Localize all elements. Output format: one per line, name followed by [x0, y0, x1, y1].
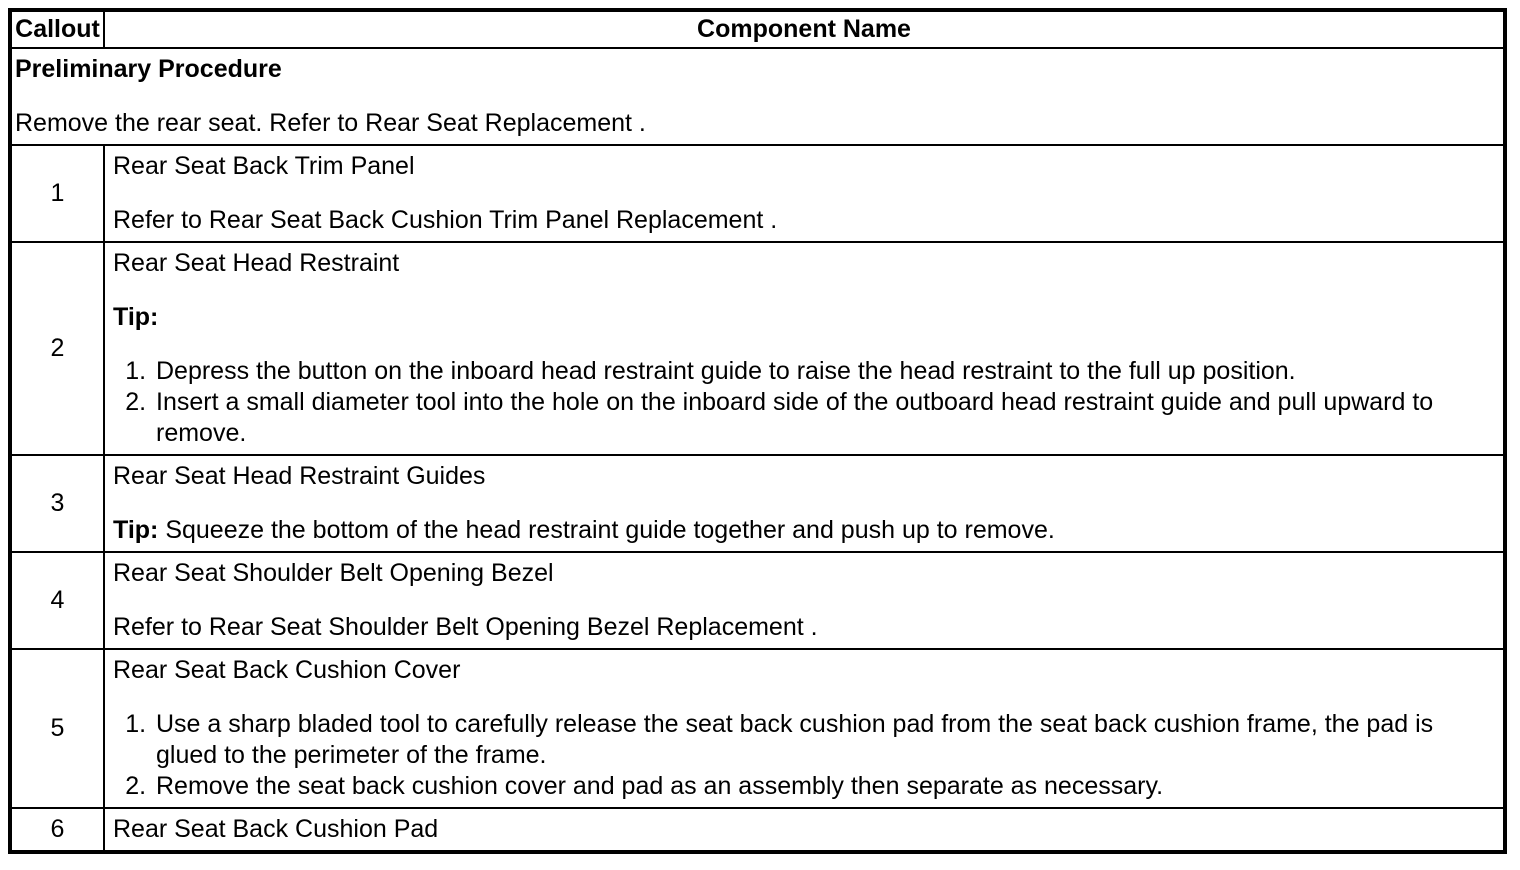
step-list: Depress the button on the inboard head r…	[113, 356, 1497, 449]
step-item: Depress the button on the inboard head r…	[153, 356, 1497, 387]
component-title: Rear Seat Back Cushion Cover	[113, 656, 461, 684]
component-title: Rear Seat Back Trim Panel	[113, 152, 415, 180]
preliminary-procedure-cell: Preliminary Procedure Remove the rear se…	[9, 47, 1506, 146]
step-item: Use a sharp bladed tool to carefully rel…	[153, 709, 1497, 771]
callout-number: 1	[9, 144, 105, 243]
preliminary-procedure-row: Preliminary Procedure Remove the rear se…	[9, 47, 1506, 146]
component-title: Rear Seat Shoulder Belt Opening Bezel	[113, 559, 554, 587]
preliminary-procedure-title: Preliminary Procedure	[15, 55, 282, 83]
tip: Tip: Squeeze the bottom of the head rest…	[113, 515, 1497, 546]
component-note: Refer to Rear Seat Back Cushion Trim Pan…	[113, 206, 778, 234]
tip-label: Tip:	[113, 303, 159, 331]
component-title: Rear Seat Head Restraint	[113, 249, 400, 277]
preliminary-procedure-text: Remove the rear seat. Refer to Rear Seat…	[15, 109, 646, 137]
step-list: Use a sharp bladed tool to carefully rel…	[113, 709, 1497, 802]
component-title: Rear Seat Head Restraint Guides	[113, 462, 486, 490]
component-title: Rear Seat Back Cushion Pad	[113, 815, 439, 843]
component-table: Callout Component Name Preliminary Proce…	[8, 8, 1507, 854]
component-column-header: Component Name	[103, 9, 1506, 49]
tip-label: Tip:	[113, 516, 159, 544]
callout-number: 5	[9, 648, 105, 809]
page: { "colors": { "border": "#000000", "back…	[0, 8, 1520, 870]
component-cell: Rear Seat Back Cushion CoverUse a sharp …	[103, 648, 1506, 809]
callout-number: 3	[9, 454, 105, 553]
step-item: Insert a small diameter tool into the ho…	[153, 387, 1497, 449]
callout-number: 2	[9, 241, 105, 456]
callout-number: 4	[9, 551, 105, 650]
callout-column-header: Callout	[9, 9, 105, 49]
tip: Tip:	[113, 302, 1497, 333]
component-note: Refer to Rear Seat Shoulder Belt Opening…	[113, 613, 818, 641]
callout-number: 6	[9, 807, 105, 853]
step-item: Remove the seat back cushion cover and p…	[153, 771, 1497, 802]
tip-text: Squeeze the bottom of the head restraint…	[158, 516, 1055, 544]
component-row: 6 Rear Seat Back Cushion Pad	[9, 807, 1506, 853]
component-cell: Rear Seat Back Cushion Pad	[103, 807, 1506, 853]
table-header-row: Callout Component Name	[9, 9, 1506, 49]
